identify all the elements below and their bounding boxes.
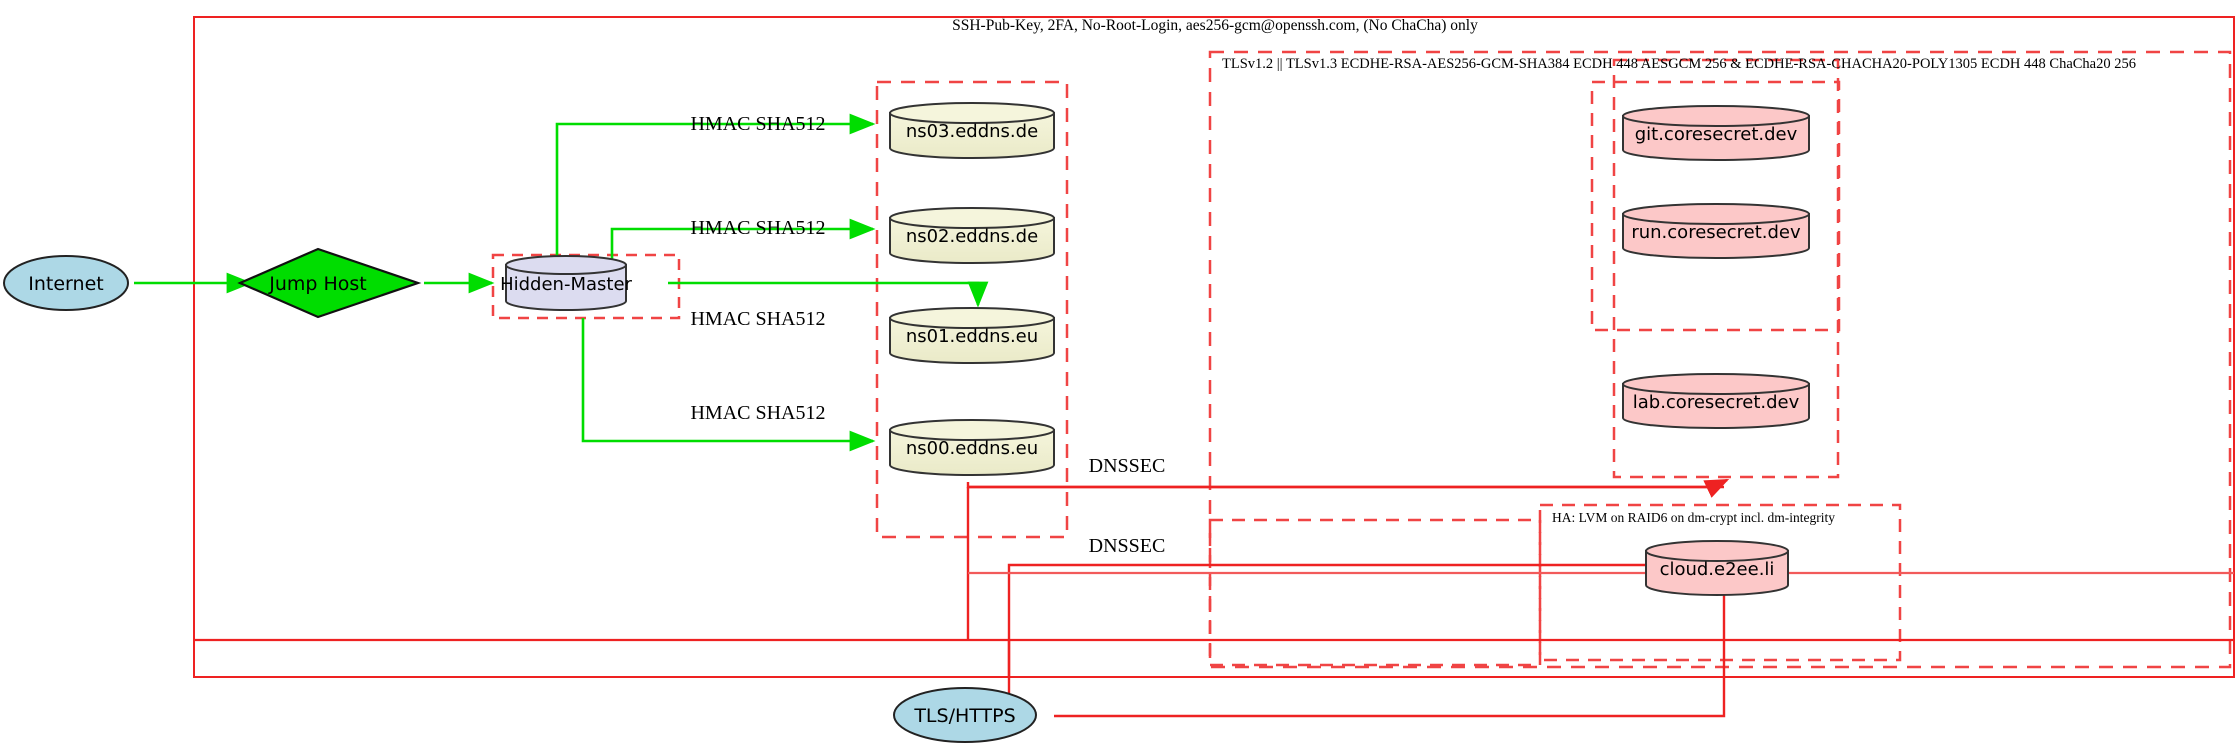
coresecret-cluster-frame [1590,80,1841,332]
node-ns02[interactable]: ns02.eddns.de [889,207,1055,264]
edge-dnssec-upper-arrow [968,478,1730,498]
dns-cluster-frame [875,80,1069,539]
node-run-coresecret[interactable]: run.coresecret.dev [1622,203,1810,259]
edge-hiddenmaster-to-ns02 [610,218,876,268]
lab-cluster-frame [1612,58,1840,479]
tls-cluster-label: TLSv1.2 || TLSv1.3 ECDHE-RSA-AES256-GCM-… [1222,56,2136,72]
node-git-coresecret[interactable]: git.coresecret.dev [1622,105,1810,161]
node-ns00-label: ns00.eddns.eu [906,438,1038,459]
node-jump-host[interactable]: Jump Host [237,247,422,319]
node-ns03[interactable]: ns03.eddns.de [889,102,1055,159]
edge-label-hmac-ns03: HMAC SHA512 [690,113,825,135]
node-ns01-label: ns01.eddns.eu [906,326,1038,347]
node-ns00[interactable]: ns00.eddns.eu [889,419,1055,476]
edge-hiddenmaster-to-ns01 [668,281,989,308]
edge-hiddenmaster-to-ns00 [581,318,876,452]
node-run-label: run.coresecret.dev [1631,222,1801,243]
node-cloud-label: cloud.e2ee.li [1660,559,1775,580]
edge-label-dnssec-upper: DNSSEC [1089,455,1166,477]
node-hidden-master[interactable]: Hidden-Master [500,255,633,311]
edge-label-hmac-ns02: HMAC SHA512 [690,217,825,239]
ha-cluster-frame [1538,503,1902,662]
ssh-outer-frame [193,16,2235,678]
node-tls-https[interactable]: TLS/HTTPS [893,687,1037,743]
node-ns02-label: ns02.eddns.de [906,226,1038,247]
node-internet[interactable]: Internet [3,255,129,311]
node-cloud-e2ee[interactable]: cloud.e2ee.li [1645,540,1789,596]
node-lab-label: lab.coresecret.dev [1633,392,1800,413]
node-internet-label: Internet [28,273,103,295]
edge-label-dnssec-lower: DNSSEC [1089,535,1166,557]
node-ns03-label: ns03.eddns.de [906,121,1038,142]
node-git-label: git.coresecret.dev [1635,124,1798,145]
edge-hiddenmaster-to-ns03 [555,113,876,268]
ssh-frame-label: SSH-Pub-Key, 2FA, No-Root-Login, aes256-… [952,17,1478,34]
node-tls-https-label: TLS/HTTPS [913,705,1015,727]
ha-cluster-label: HA: LVM on RAID6 on dm-crypt incl. dm-in… [1552,510,1835,525]
node-jump-host-label: Jump Host [268,273,367,295]
node-ns01[interactable]: ns01.eddns.eu [889,307,1055,364]
edge-label-hmac-ns00: HMAC SHA512 [690,402,825,424]
lower-service-cluster-frame [1208,518,1542,667]
node-lab-coresecret[interactable]: lab.coresecret.dev [1622,373,1810,429]
node-hidden-master-label: Hidden-Master [500,274,632,295]
edge-tlshttps-to-right [1054,580,1726,718]
edge-label-hmac-ns01: HMAC SHA512 [690,308,825,330]
tls-cluster-frame [1208,50,2232,669]
